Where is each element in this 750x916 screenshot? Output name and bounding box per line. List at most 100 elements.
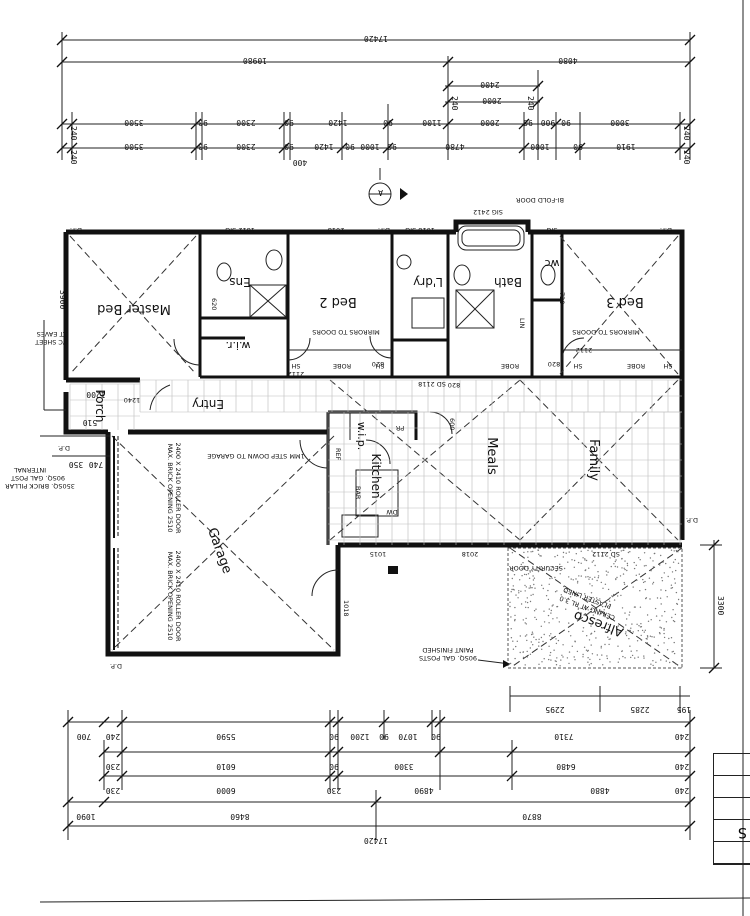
dim-bot-r2e: 6480 <box>556 762 575 771</box>
stipple-dot <box>628 614 630 616</box>
garage-doors <box>113 436 119 650</box>
stipple-dot <box>550 633 552 635</box>
dim-bot-r3a: 230 <box>106 786 121 795</box>
porch-dimensions: 740 350 510 1200 3900 <box>40 290 110 469</box>
stipple-dot <box>594 600 597 603</box>
stipple-dot <box>638 557 640 559</box>
title-block-row <box>714 820 750 842</box>
stipple-dot <box>574 640 576 642</box>
dim-top-r4b: 3500 <box>124 118 143 127</box>
bathtub <box>457 225 525 251</box>
dim-bot-r3e: 4880 <box>590 786 609 795</box>
stipple-dot <box>516 640 518 642</box>
stipple-dot <box>672 561 675 563</box>
stipple-dot <box>584 558 586 560</box>
stipple-dot <box>594 564 596 567</box>
stipple-dot <box>649 557 652 559</box>
stipple-dot <box>542 640 544 643</box>
stipple-dot <box>570 578 572 580</box>
dim-bot-r4c: 8870 <box>522 812 541 821</box>
stipple-dot <box>553 649 555 651</box>
stipple-dot <box>659 564 661 566</box>
stipple-dot <box>590 592 593 594</box>
stipple-dot <box>545 595 548 597</box>
stipple-dot <box>641 629 644 632</box>
stipple-dot <box>554 556 556 558</box>
stipple-dot <box>609 597 611 599</box>
stipple-dot <box>543 610 545 612</box>
bath-shower <box>455 289 495 329</box>
dim-bot-r1b: 240 <box>106 732 121 741</box>
stipple-dot <box>512 588 514 591</box>
stipple-dot <box>526 597 528 599</box>
stipple-dot <box>673 578 676 580</box>
stipple-dot <box>660 659 662 661</box>
note-600: 600 <box>448 418 456 430</box>
stipple-dot <box>632 631 634 633</box>
stipple-dot <box>669 661 671 664</box>
stipple-dot <box>639 559 641 561</box>
note-sig-2: 1018 SIG <box>405 226 435 234</box>
stipple-dot <box>607 588 610 591</box>
note-w-2018b: 2018 <box>462 550 479 558</box>
stipple-dot <box>578 575 580 577</box>
note-w-1015: 1015 <box>370 550 387 558</box>
stipple-dot <box>531 570 534 572</box>
stipple-dot <box>599 598 601 600</box>
stipple-dot <box>594 609 596 611</box>
stipple-dot <box>672 609 674 611</box>
stipple-dot <box>535 608 537 610</box>
stipple-dot <box>633 567 636 570</box>
stipple-dot <box>510 637 513 639</box>
stipple-dot <box>547 598 550 601</box>
stipple-dot <box>591 585 593 587</box>
stipple-dot <box>590 662 592 665</box>
note-internal: INTERNAL <box>13 466 46 474</box>
stipple-dot <box>644 580 646 583</box>
stipple-dot <box>660 554 662 557</box>
stipple-dot <box>511 588 513 591</box>
stipple-dot <box>636 650 638 652</box>
stipple-dot <box>588 639 591 641</box>
ens-toilet <box>216 262 232 282</box>
stipple-dot <box>653 636 655 638</box>
stipple-dot <box>576 650 579 653</box>
stipple-dot <box>591 550 593 552</box>
stipple-dot <box>620 550 622 552</box>
stipple-dot <box>673 641 675 644</box>
section-marker: A <box>368 168 408 206</box>
stipple-dot <box>548 569 550 571</box>
dim-top-r5g: 1420 <box>314 142 333 151</box>
stipple-dot <box>514 657 516 660</box>
dim-top-r5a: 240 <box>69 150 78 165</box>
stipple-dot <box>524 601 527 603</box>
stipple-dot <box>550 609 552 612</box>
stipple-dot <box>584 613 586 615</box>
stipple-dot <box>552 618 554 620</box>
stipple-dot <box>647 636 649 638</box>
stipple-dot <box>555 638 557 640</box>
stipple-dot <box>626 562 629 565</box>
stipple-dot <box>677 551 679 553</box>
stipple-dot <box>616 576 618 579</box>
stipple-dot <box>515 645 517 648</box>
stipple-dot <box>522 656 525 659</box>
stipple-dot <box>587 661 589 663</box>
note-sig-4: SD 2112 <box>592 550 620 558</box>
dim-top-r4l: 90 <box>561 118 571 127</box>
page-bottom-edge <box>39 897 750 903</box>
stipple-dot <box>513 567 515 569</box>
stipple-dot <box>603 609 605 611</box>
stipple-dot <box>527 556 529 558</box>
stipple-dot <box>589 658 591 661</box>
stipple-dot <box>630 656 632 659</box>
wc-toilet <box>540 264 556 286</box>
title-block-row <box>714 842 750 864</box>
stipple-dot <box>643 631 645 633</box>
dim-top-r4k: 900 <box>541 118 556 127</box>
dim-porch-1200: 1200 <box>86 390 105 399</box>
stipple-dot <box>538 553 540 555</box>
stipple-dot <box>643 552 646 554</box>
stipple-dot <box>636 579 638 581</box>
bottom-dimension-text: 700 240 5590 90 1200 90 1070 90 7310 240… <box>76 732 689 845</box>
